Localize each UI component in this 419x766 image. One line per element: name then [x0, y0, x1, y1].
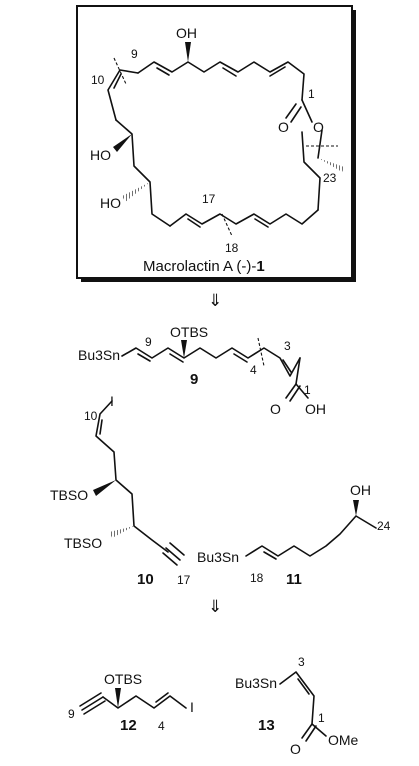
carbonyl-oxygen-label: O — [278, 119, 289, 135]
tbso-label: TBSO — [50, 487, 88, 503]
stannane-label: Bu3Sn — [197, 549, 239, 565]
ho-label: HO — [90, 147, 111, 163]
macrolactin-panel: OH HO HO O O 9 10 1 17 18 23 Macrolactin… — [76, 5, 356, 282]
oh-label: OH — [176, 25, 197, 41]
carbonyl-oxygen-label: O — [270, 401, 281, 417]
compound-number: 9 — [190, 371, 198, 388]
compound-number: 13 — [258, 717, 275, 734]
compound-10: I TBSO TBSO 10 17 10 — [50, 393, 191, 588]
methoxy-label: OMe — [328, 732, 359, 748]
acid-oh-label: OH — [305, 401, 326, 417]
locant-label: 9 — [145, 335, 152, 349]
ho-label: HO — [100, 195, 121, 211]
locant-label: 3 — [298, 655, 305, 669]
compound-12: OTBS I 9 4 12 — [68, 671, 194, 734]
locant-label: 17 — [177, 573, 191, 587]
tbso-label: TBSO — [64, 535, 102, 551]
locant-label: 1 — [318, 711, 325, 725]
locant-label: 18 — [250, 571, 264, 585]
macrolactin-skeleton — [107, 42, 344, 237]
locant-label: 17 — [202, 192, 216, 206]
stannane-label: Bu3Sn — [78, 347, 120, 363]
retrosynthetic-arrow: ⇓ — [208, 291, 222, 311]
macrolactin-caption: Macrolactin A (-)-1 — [143, 258, 265, 275]
compound-13: Bu3Sn O OMe 3 1 13 — [235, 655, 359, 757]
locant-label: 3 — [284, 339, 291, 353]
compound-number: 12 — [120, 717, 137, 734]
iodide-label: I — [110, 393, 114, 409]
compound-number: 11 — [286, 571, 302, 588]
locant-label: 9 — [131, 47, 138, 61]
locant-label: 18 — [225, 241, 239, 255]
otbs-label: OTBS — [170, 324, 208, 340]
locant-label: 10 — [91, 73, 105, 87]
stannane-label: Bu3Sn — [235, 675, 277, 691]
locant-label: 1 — [308, 87, 315, 101]
compound-9: OTBS Bu3Sn O OH 9 3 4 1 9 — [78, 324, 326, 417]
locant-label: 4 — [158, 719, 165, 733]
iodide-label: I — [190, 699, 194, 715]
locant-label: 23 — [323, 171, 337, 185]
locant-label: 24 — [377, 519, 391, 533]
compound-11: OH Bu3Sn 24 18 11 — [197, 482, 391, 588]
compound-number: 10 — [137, 571, 154, 588]
carbonyl-oxygen-label: O — [290, 741, 301, 757]
locant-label: 9 — [68, 707, 75, 721]
locant-label: 4 — [250, 363, 257, 377]
oh-label: OH — [350, 482, 371, 498]
locant-label: 1 — [304, 383, 311, 397]
retrosynthetic-arrow: ⇓ — [208, 597, 222, 617]
ester-oxygen-label: O — [313, 119, 324, 135]
locant-label: 10 — [84, 409, 98, 423]
otbs-label: OTBS — [104, 671, 142, 687]
